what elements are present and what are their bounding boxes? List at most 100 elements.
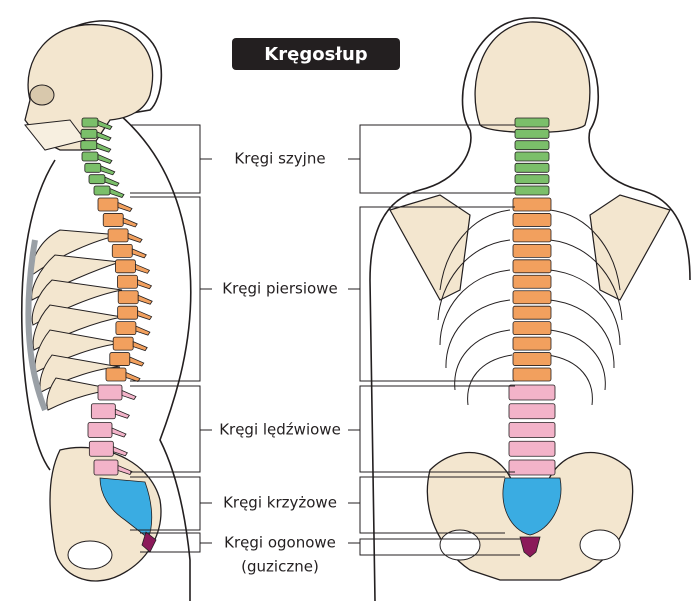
lumbar-side-process-1 [121, 389, 137, 400]
left-scapula [389, 194, 471, 301]
thoracic-back-6 [512, 274, 552, 289]
right-scapula [589, 194, 671, 301]
back-view-figure [369, 17, 691, 601]
lumbar-back-1 [508, 384, 556, 401]
ribs-side [31, 229, 123, 411]
thoracic-side-4 [111, 243, 133, 258]
spine-back [502, 117, 562, 558]
bracket-left-thoracic [130, 196, 201, 382]
skull-back [474, 21, 591, 134]
cervical-vertebrae-side [80, 117, 125, 198]
thoracic-side-process-6 [137, 279, 153, 290]
bracket-left-lumbar [130, 385, 201, 473]
lumbar-vertebrae-side [87, 384, 137, 476]
diagram-title: Kręgosłup [232, 38, 400, 70]
costal-cartilage [25, 239, 48, 412]
lumbar-side-process-4 [112, 446, 128, 457]
sacrum-back [502, 477, 562, 536]
label-cervical: Kręgi szyjne [231, 149, 329, 169]
bracket-right-cervical [359, 124, 515, 194]
thoracic-side-11 [109, 352, 131, 366]
thoracic-side-10 [112, 336, 134, 351]
thoracic-side-1 [97, 197, 119, 212]
lumbar-side-4 [88, 440, 114, 457]
body-outline-right [461, 17, 691, 281]
thoracic-side-process-11 [129, 356, 145, 367]
body-outline-back [39, 20, 192, 601]
lumbar-side-3 [87, 422, 113, 438]
cervical-back-1 [514, 117, 550, 128]
cervical-side-process-1 [97, 119, 113, 130]
thoracic-side-8 [117, 305, 139, 320]
bracket-lines [130, 124, 520, 556]
thoracic-side-process-5 [135, 263, 151, 274]
skull [24, 24, 154, 151]
pelvis-foramen [67, 540, 113, 570]
thoracic-side-process-4 [131, 248, 147, 259]
thoracic-side-12 [105, 367, 127, 382]
cervical-side-process-3 [96, 142, 112, 153]
cervical-side-5 [84, 162, 102, 173]
bracket-right-coccyx [359, 538, 520, 556]
thoracic-side-process-3 [127, 232, 143, 243]
cervical-back-6 [514, 174, 550, 185]
thoracic-back-3 [512, 228, 552, 243]
thoracic-side-process-1 [117, 201, 133, 212]
cervical-vertebrae-back [514, 117, 550, 196]
lumbar-side-process-2 [114, 408, 130, 419]
thoracic-vertebrae-back [512, 197, 552, 382]
bracket-right-sacral [359, 476, 505, 534]
thoracic-side-process-9 [135, 325, 151, 336]
thoracic-vertebrae-side [97, 197, 153, 382]
body-outline-left [369, 129, 472, 601]
thoracic-back-5 [512, 259, 552, 274]
thoracic-back-12 [512, 367, 552, 382]
thoracic-back-4 [512, 243, 552, 258]
cervical-side-process-2 [96, 131, 112, 142]
cervical-back-5 [514, 162, 550, 173]
side-view-figure [20, 20, 192, 601]
thoracic-back-8 [512, 305, 552, 320]
coccyx-back [519, 536, 541, 558]
label-thoracic: Kręgi piersiowe [219, 279, 341, 299]
cervical-side-3 [80, 140, 98, 151]
cervical-side-process-7 [109, 187, 125, 198]
cervical-side-1 [81, 117, 99, 128]
cervical-side-process-5 [100, 165, 116, 176]
thoracic-back-7 [512, 290, 552, 305]
cervical-side-6 [88, 174, 106, 185]
lumbar-back-2 [508, 403, 556, 420]
lumbar-side-5 [93, 459, 119, 476]
thoracic-side-6 [117, 274, 138, 289]
thoracic-back-10 [512, 336, 552, 351]
thoracic-back-2 [512, 213, 552, 227]
cervical-side-process-4 [97, 153, 113, 164]
bracket-right-thoracic [359, 206, 515, 382]
thoracic-back-1 [512, 197, 552, 212]
cervical-back-3 [514, 140, 550, 151]
thoracic-side-process-7 [137, 294, 153, 305]
thoracic-side-3 [107, 228, 129, 243]
lumbar-side-2 [90, 403, 116, 420]
spine-side [80, 117, 157, 553]
cervical-back-2 [514, 128, 550, 139]
cervical-back-7 [514, 185, 550, 196]
bracket-right-lumbar [359, 385, 515, 473]
thoracic-back-9 [512, 321, 552, 336]
thoracic-side-process-10 [132, 340, 148, 352]
body-outline-front [20, 159, 56, 471]
eye-socket [29, 84, 55, 106]
cervical-back-4 [514, 151, 550, 162]
thoracic-side-process-12 [125, 371, 141, 382]
ribs-back [437, 209, 623, 406]
lumbar-side-process-3 [111, 427, 127, 438]
thoracic-side-9 [115, 321, 137, 336]
thoracic-side-2 [102, 213, 124, 227]
thoracic-back-11 [512, 352, 552, 366]
lumbar-side-process-5 [117, 464, 133, 475]
cervical-side-2 [80, 128, 98, 139]
pelvis-foramen-left [439, 529, 481, 561]
lumbar-vertebrae-back [508, 384, 556, 476]
